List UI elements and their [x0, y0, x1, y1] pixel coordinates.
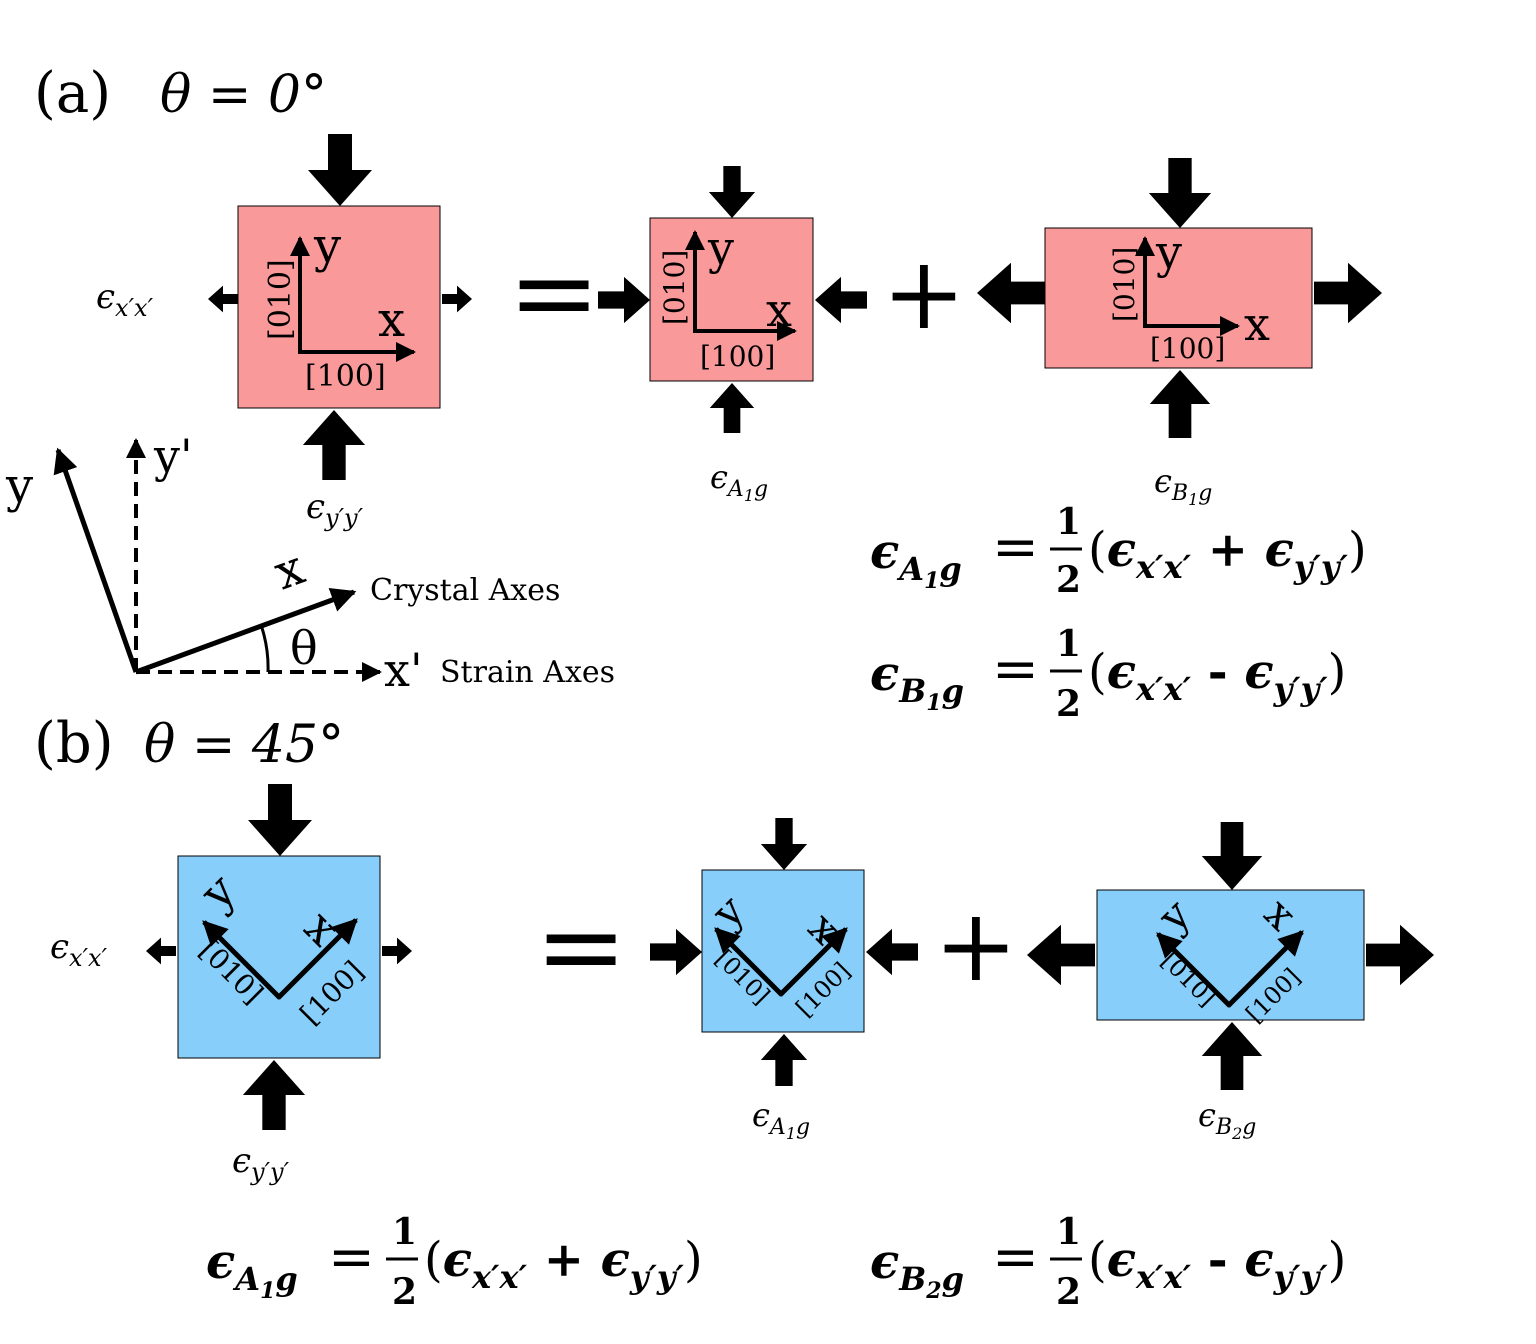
eq-b-a1g-expr: (ϵx′x′ + ϵy′y′) — [424, 1232, 703, 1296]
eq-b2g-expr: (ϵx′x′ - ϵy′y′) — [1088, 1232, 1346, 1296]
arrow-b2g-left — [1027, 924, 1095, 986]
arrow-b-a1g-bottom — [760, 1034, 808, 1086]
eq-b1g-denominator: 2 — [1056, 683, 1081, 725]
strain-yy-label: ϵy′y′ — [306, 487, 364, 532]
panel-a-equations: ϵA1g = 1 2 (ϵx′x′ + ϵy′y′) ϵB1g = 1 2 (ϵ… — [870, 501, 1367, 725]
arrow-b1g-top — [1148, 158, 1212, 228]
b2g-axis-x-arrow — [1226, 930, 1304, 1008]
eq-b2g-denominator: 2 — [1056, 1271, 1081, 1313]
arrow-stretch-right — [442, 285, 472, 313]
b-plus-sign: + — [934, 887, 1018, 1004]
plus-sign: + — [882, 235, 966, 352]
a1g-dir-010: [010] — [658, 250, 691, 325]
b1g-rectangle — [1044, 227, 1313, 369]
axis-x-label: x — [378, 292, 405, 348]
arrow-a1g-bottom — [709, 383, 755, 433]
arrow-compress-top — [308, 134, 372, 206]
arrow-b1g-left — [977, 262, 1045, 324]
b1g-dir-010: [010] — [1108, 247, 1141, 322]
b1g-axis-y-label: y — [1155, 225, 1182, 279]
b2g-label: ϵB2g — [1198, 1096, 1256, 1143]
b-crystal-axis-x-arrow — [276, 918, 358, 1000]
arrow-b-a1g-right — [866, 928, 918, 976]
strain-axes-caption: Strain Axes — [440, 655, 615, 690]
inset-crystal-y-label: y — [5, 458, 33, 514]
panel-a-label: (a) — [34, 61, 111, 126]
eq-b1g-equals: = — [992, 637, 1039, 702]
inset-crystal-x-label: x — [267, 539, 312, 601]
panel-a-strained-square — [237, 205, 441, 409]
b-strain-yy-label: ϵy′y′ — [232, 1141, 290, 1186]
b-a1g-axis-y-arrow — [714, 927, 784, 997]
arrow-a1g-right — [815, 276, 867, 324]
a1g-dir-100: [100] — [700, 340, 775, 373]
b2g-axis-y-arrow — [1156, 932, 1232, 1008]
b-a1g-label: ϵA1g — [752, 1096, 810, 1143]
eq-b1g-numerator: 1 — [1056, 623, 1081, 665]
panel-b-equations: ϵA1g = 1 2 (ϵx′x′ + ϵy′y′) ϵB2g = 1 2 (ϵ… — [206, 1211, 1346, 1313]
b-equals-sign: = — [535, 882, 627, 1010]
eq-b-a1g-numerator: 1 — [392, 1211, 417, 1253]
theta-arc — [260, 627, 270, 673]
b1g-axis-x-label: x — [1244, 297, 1270, 351]
direction-010-label: [010] — [263, 259, 298, 340]
arrow-b-compress-top — [248, 784, 312, 856]
inset-strain-y-label: y' — [153, 429, 193, 483]
crystal-axis-y — [53, 447, 139, 673]
arrow-a1g-left — [598, 276, 650, 324]
inset-strain-x-label: x' — [384, 643, 423, 697]
eq-a1g-denominator: 2 — [1056, 559, 1081, 601]
arrow-b2g-right — [1366, 924, 1434, 986]
b2g-rectangle — [1096, 889, 1365, 1021]
eq-a1g-numerator: 1 — [1056, 501, 1081, 543]
arrow-b-a1g-left — [650, 928, 702, 976]
eq-b1g-expr: (ϵx′x′ - ϵy′y′) — [1088, 644, 1346, 708]
equals-sign: = — [508, 228, 600, 356]
crystal-axis-x — [135, 588, 357, 675]
direction-100-label: [100] — [305, 359, 386, 394]
panel-b-strained-square — [177, 855, 381, 1059]
eq-b2g-lhs: ϵB2g — [870, 1234, 964, 1304]
arrow-b1g-bottom — [1149, 370, 1211, 438]
eq-a1g-equals: = — [992, 515, 1039, 580]
crystal-axes-caption: Crystal Axes — [370, 573, 560, 608]
panel-a-theta: θ = 0° — [160, 65, 327, 125]
eq-b-a1g-denominator: 2 — [392, 1271, 417, 1313]
inset-theta-label: θ — [290, 621, 318, 675]
b-a1g-axis-x-arrow — [778, 927, 848, 997]
a1g-axis-x-label: x — [766, 283, 792, 337]
arrow-b1g-right — [1314, 262, 1382, 324]
arrow-a1g-top — [708, 166, 756, 218]
panel-b-label: (b) — [34, 711, 114, 776]
arrow-b-stretch-left — [146, 937, 176, 965]
eq-a1g-lhs: ϵA1g — [870, 524, 962, 594]
a1g-square — [649, 217, 814, 382]
panel-b-theta: θ = 45° — [144, 715, 344, 775]
arrow-b-compress-bottom — [242, 1060, 306, 1130]
axis-y-label: y — [313, 218, 341, 274]
arrow-compress-bottom — [302, 410, 366, 480]
eq-b1g-lhs: ϵB1g — [870, 646, 964, 716]
axes-inset: y y' x θ x' Crystal Axes Strain Axes — [5, 429, 615, 697]
arrow-b-stretch-right — [382, 937, 412, 965]
a1g-label: ϵA1g — [710, 458, 768, 505]
eq-b2g-equals: = — [992, 1225, 1039, 1290]
b1g-dir-100: [100] — [1150, 332, 1225, 365]
b-strain-xx-label: ϵx′x′ — [50, 927, 108, 972]
b-crystal-axis-y-arrow — [202, 920, 282, 1000]
arrow-b-a1g-top — [760, 818, 808, 870]
b1g-label: ϵB1g — [1154, 462, 1212, 509]
panel-b: (b) θ = 45° y x [010] [100] ϵx′x′ ϵy′y′ … — [34, 711, 1434, 1313]
eq-b-a1g-lhs: ϵA1g — [206, 1234, 298, 1304]
a1g-axis-y-label: y — [707, 221, 734, 275]
arrow-b2g-bottom — [1201, 1022, 1263, 1090]
arrow-stretch-left — [208, 285, 238, 313]
eq-b-a1g-equals: = — [328, 1225, 375, 1290]
eq-b2g-numerator: 1 — [1056, 1211, 1081, 1253]
eq-a1g-expr: (ϵx′x′ + ϵy′y′) — [1088, 522, 1367, 586]
panel-a: (a) θ = 0° y x [010] [100] ϵx′x′ ϵy′y′ =… — [5, 61, 1382, 725]
strain-xx-label: ϵx′x′ — [96, 277, 154, 322]
arrow-b2g-top — [1201, 822, 1263, 890]
